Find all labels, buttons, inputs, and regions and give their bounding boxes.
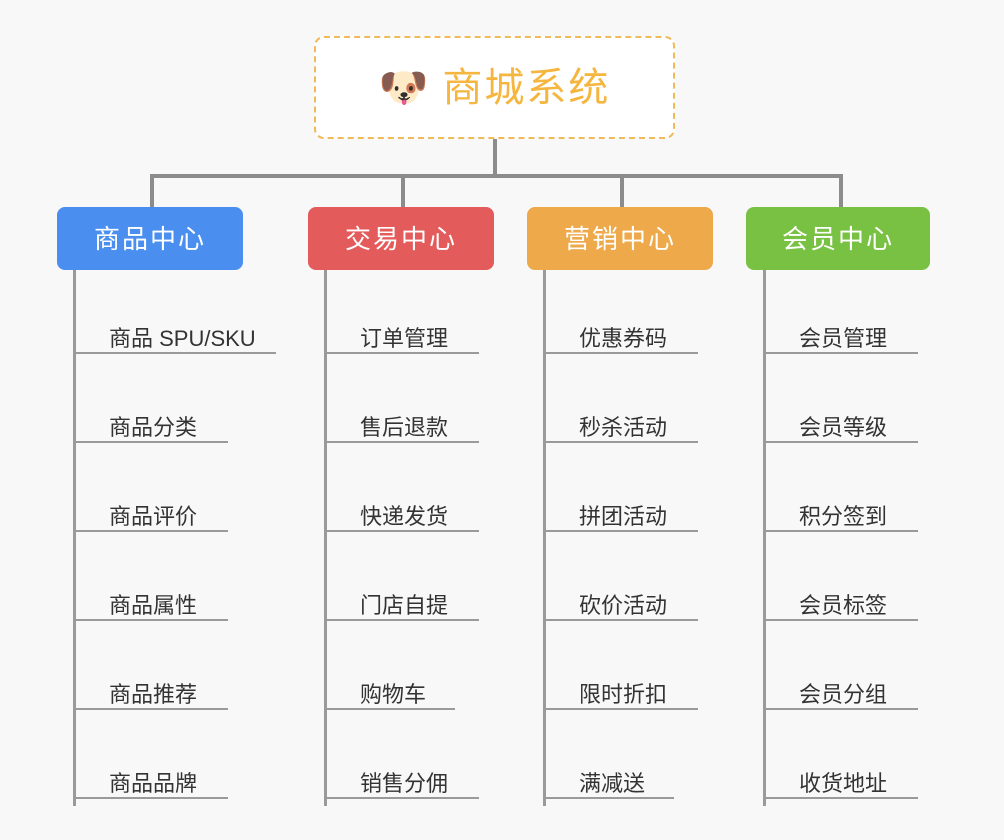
- leaf-label: 商品分类: [109, 415, 198, 440]
- category-header-label-1: 商品中心: [93, 223, 206, 254]
- leaf-label: 门店自提: [360, 593, 449, 618]
- leaf-label: 售后退款: [360, 415, 449, 440]
- leaf-item-4-6[interactable]: 收货地址: [763, 773, 918, 799]
- leaf-label: 会员标签: [799, 593, 888, 618]
- leaf-item-1-6[interactable]: 商品品牌: [73, 773, 228, 799]
- branch-trunk-2: [324, 270, 327, 806]
- leaf-item-4-5[interactable]: 会员分组: [763, 684, 918, 710]
- leaf-item-1-5[interactable]: 商品推荐: [73, 684, 228, 710]
- leaf-label: 拼团活动: [579, 504, 668, 529]
- leaf-item-2-3[interactable]: 快递发货: [324, 506, 479, 532]
- leaf-item-2-6[interactable]: 销售分佣: [324, 773, 479, 799]
- leaf-label: 销售分佣: [360, 771, 449, 796]
- leaf-item-3-1[interactable]: 优惠券码: [543, 328, 698, 354]
- branch-trunk-4: [763, 270, 766, 806]
- category-bus-connector: [150, 174, 843, 178]
- leaf-label: 砍价活动: [579, 593, 668, 618]
- leaf-label: 会员管理: [799, 326, 888, 351]
- leaf-item-2-2[interactable]: 售后退款: [324, 417, 479, 443]
- leaf-item-3-4[interactable]: 砍价活动: [543, 595, 698, 621]
- category-drop-connector-2: [401, 174, 405, 209]
- leaf-item-1-2[interactable]: 商品分类: [73, 417, 228, 443]
- category-header-1[interactable]: 商品中心: [57, 207, 243, 270]
- leaf-label: 购物车: [360, 682, 427, 707]
- leaf-item-1-1[interactable]: 商品 SPU/SKU: [73, 328, 276, 354]
- category-header-label-2: 交易中心: [344, 223, 457, 254]
- leaf-label: 快递发货: [360, 504, 449, 529]
- leaf-item-4-3[interactable]: 积分签到: [763, 506, 918, 532]
- leaf-label: 商品评价: [109, 504, 198, 529]
- leaf-item-2-1[interactable]: 订单管理: [324, 328, 479, 354]
- leaf-label: 限时折扣: [579, 682, 668, 707]
- leaf-label: 商品品牌: [109, 771, 198, 796]
- leaf-label: 会员等级: [799, 415, 888, 440]
- category-drop-connector-3: [620, 174, 624, 209]
- category-header-label-3: 营销中心: [563, 223, 676, 254]
- leaf-item-4-1[interactable]: 会员管理: [763, 328, 918, 354]
- leaf-label: 商品属性: [109, 593, 198, 618]
- leaf-label: 收货地址: [799, 771, 888, 796]
- leaf-label: 商品推荐: [109, 682, 198, 707]
- leaf-item-3-3[interactable]: 拼团活动: [543, 506, 698, 532]
- root-stem-connector: [493, 139, 497, 176]
- root-title: 商城系统: [442, 65, 611, 110]
- branch-trunk-3: [543, 270, 546, 806]
- category-header-3[interactable]: 营销中心: [527, 207, 713, 270]
- leaf-item-2-4[interactable]: 门店自提: [324, 595, 479, 621]
- category-header-4[interactable]: 会员中心: [746, 207, 930, 270]
- leaf-item-4-4[interactable]: 会员标签: [763, 595, 918, 621]
- branch-trunk-1: [73, 270, 76, 806]
- category-drop-connector-4: [839, 174, 843, 209]
- leaf-label: 秒杀活动: [579, 415, 668, 440]
- root-node[interactable]: 🐶 商城系统: [314, 36, 675, 139]
- leaf-item-4-2[interactable]: 会员等级: [763, 417, 918, 443]
- leaf-label: 满减送: [579, 771, 646, 796]
- leaf-label: 商品 SPU/SKU: [109, 326, 256, 351]
- leaf-label: 订单管理: [360, 326, 449, 351]
- leaf-label: 积分签到: [799, 504, 888, 529]
- leaf-item-3-6[interactable]: 满减送: [543, 773, 674, 799]
- leaf-item-1-4[interactable]: 商品属性: [73, 595, 228, 621]
- category-header-2[interactable]: 交易中心: [308, 207, 494, 270]
- dog-face-icon: 🐶: [378, 65, 429, 110]
- leaf-item-3-5[interactable]: 限时折扣: [543, 684, 698, 710]
- category-drop-connector-1: [150, 174, 154, 209]
- leaf-item-1-3[interactable]: 商品评价: [73, 506, 228, 532]
- leaf-item-2-5[interactable]: 购物车: [324, 684, 455, 710]
- category-header-label-4: 会员中心: [781, 223, 894, 254]
- leaf-label: 优惠券码: [579, 326, 668, 351]
- leaf-label: 会员分组: [799, 682, 888, 707]
- leaf-item-3-2[interactable]: 秒杀活动: [543, 417, 698, 443]
